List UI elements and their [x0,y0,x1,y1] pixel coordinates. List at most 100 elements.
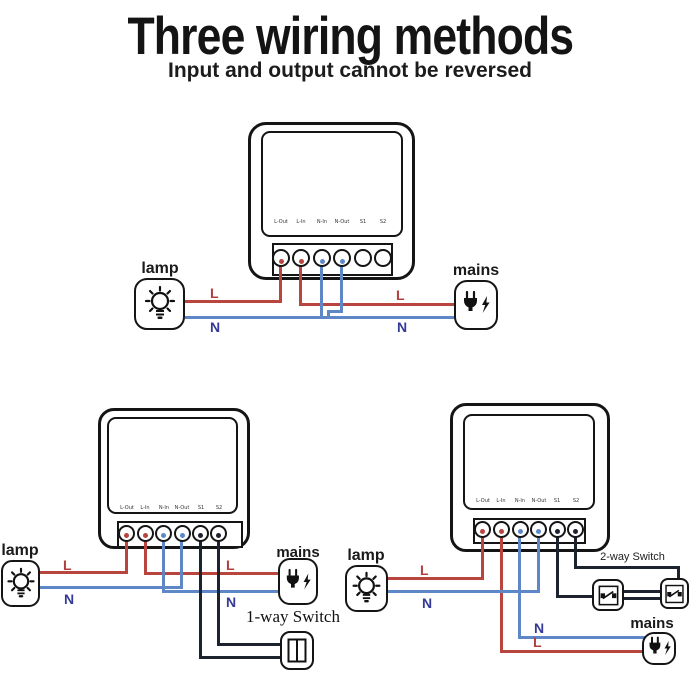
wire-neutral-to-lamp [388,590,540,593]
plug-bolt-icon [463,290,490,313]
terminal-dot [279,259,284,264]
wire-live-to-lamp [40,571,128,574]
wire-s1 [199,536,202,659]
wire-neutral-out [180,536,183,589]
bulb-icon [352,571,381,603]
terminal-label-l-in: L-In [296,219,306,225]
mains-box [278,558,318,605]
terminal-label-l-out: L-Out [476,498,490,504]
wire-live-out [481,532,484,580]
wire-label-neutral: N [397,319,408,335]
lamp-box [134,278,185,330]
mains-label: mains [276,544,320,561]
wire-neutral-to-lamp [40,586,183,589]
terminal-label-n-out: N-Out [174,505,190,511]
bulb-icon [144,285,175,319]
wire-label-neutral: N [64,591,75,607]
terminal-label-n-in: N-In [316,219,328,225]
wire-label-neutral: N [422,595,433,611]
toggle-switch-icon [598,585,618,605]
terminal-label-n-out: N-Out [334,219,350,225]
terminal-dot [555,529,560,534]
two-way-switch-box-2 [660,578,689,609]
terminal-label-s2: S2 [572,498,580,504]
bulb-icon [6,567,35,597]
one-way-switch-label: 1-way Switch [246,607,340,626]
wire-label-neutral: N [534,620,545,636]
terminal-circle [292,249,310,267]
terminal-dot [216,533,221,538]
terminal-label-n-in: N-In [514,498,526,504]
wire-live-to-mains [144,572,278,575]
rocker-switch-icon [287,638,307,662]
terminal-dot [340,259,345,264]
terminal-circle [354,249,372,267]
lamp-label: lamp [1,542,39,559]
wire-live-to-mains [299,303,455,306]
terminal-label-n-in: N-In [158,505,170,511]
terminal-label-s1: S1 [197,505,205,511]
wire-live-out [125,536,128,574]
module-face [107,417,238,514]
mains-label: mains [452,262,500,279]
terminal-dot [198,533,203,538]
terminal-label-s2: S2 [379,219,387,225]
mains-box [642,632,676,665]
wire-s1-to-switch [199,656,282,659]
wire-live-to-mains [500,650,646,653]
terminal-dot [320,259,325,264]
lamp-box [1,560,40,607]
terminal-dot [573,529,578,534]
terminal-label-l-in: L-In [496,498,506,504]
terminal-label-l-in: L-In [140,505,150,511]
module-face [463,414,595,510]
terminal-dot [180,533,185,538]
terminal-label-s1: S1 [553,498,561,504]
wire-neutral-to-mains [162,590,278,593]
wire-live-out [279,262,282,303]
wire-label-live: L [533,634,542,650]
one-way-switch-box [280,631,314,670]
wire-s2 [574,532,577,569]
terminal-dot [161,533,166,538]
mains-label: mains [630,615,674,632]
module-face [261,131,403,237]
terminal-label-s2: S2 [215,505,223,511]
wire-s2-drop [677,566,680,580]
lamp-label: lamp [347,547,385,564]
mains-box [454,280,498,330]
wire-s2 [217,536,220,646]
wire-label-live: L [420,562,429,578]
wire-live-to-lamp [388,577,484,580]
terminal-circle [272,249,290,267]
wire-label-live: L [226,557,235,573]
terminal-dot [518,529,523,534]
wire-neutral-jog [327,310,330,319]
wire-s2-to-switch [217,643,283,646]
wire-label-live: L [210,285,219,301]
plug-bolt-icon [649,636,671,656]
terminal-dot [499,529,504,534]
wire-neutral-to-mains [518,636,645,639]
lamp-label: lamp [141,260,179,277]
lamp-box [345,565,388,612]
wire-neutral-in [162,536,165,593]
terminal-label-l-out: L-Out [120,505,134,511]
terminal-circle [313,249,331,267]
wire-label-live: L [396,287,405,303]
terminal-label-s1: S1 [359,219,367,225]
terminal-label-l-out: L-Out [274,219,288,225]
wire-label-neutral: N [226,594,237,610]
wire-live-to-lamp [185,300,282,303]
terminal-dot [124,533,129,538]
wire-neutral-in [320,262,323,319]
plug-bolt-icon [286,568,311,589]
wire-live-in [144,536,147,575]
terminal-dot [480,529,485,534]
page-subtitle: Input and output cannot be reversed [167,59,533,82]
wire-s1 [556,532,559,598]
terminal-dot [143,533,148,538]
page-title: Three wiring methods [127,7,574,66]
wire-live-in [299,262,302,306]
